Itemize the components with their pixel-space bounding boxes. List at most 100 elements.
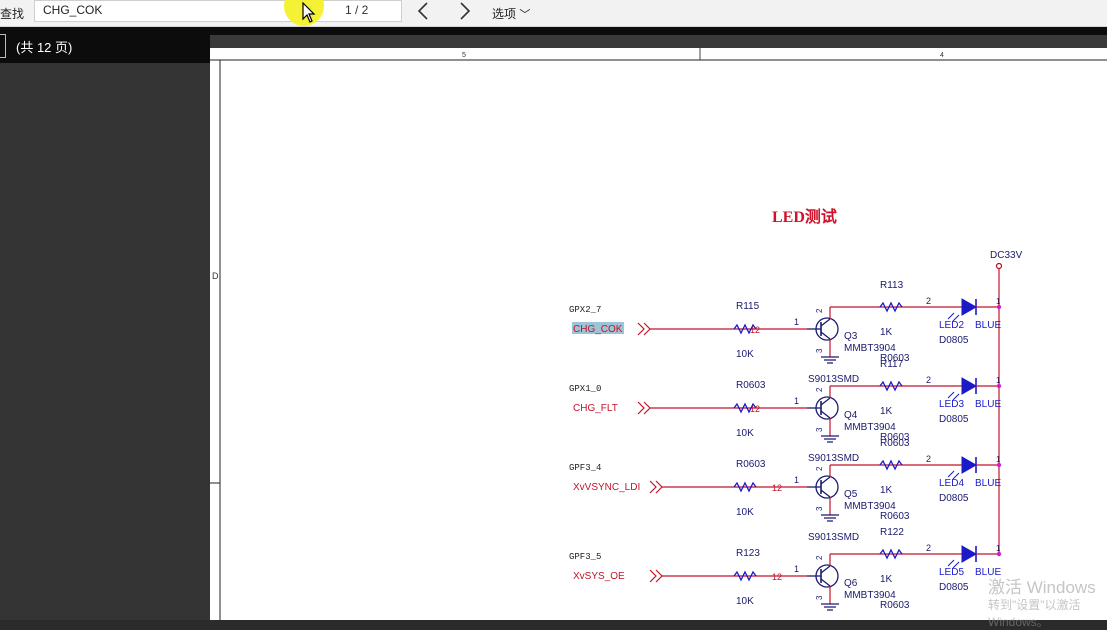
led-resistor-package: R0603 (880, 353, 910, 364)
signal-label: XvSYS_OE (573, 571, 625, 582)
ground-icon (821, 435, 839, 443)
find-bar: 查找 CHG_COK ✕ 1 / 2 选项 ﹀ (0, 0, 1107, 27)
match-count: 1 / 2 (345, 3, 369, 17)
transistor-part: MMBT3904 (844, 501, 896, 512)
base-pin-label: 1 (794, 564, 799, 574)
ground-icon (821, 356, 839, 364)
base-resistor-pin: 12 (772, 483, 782, 493)
led-resistor-package: R0603 (880, 511, 910, 522)
base-resistor-pin: 12 (772, 572, 782, 582)
resistor-icon (879, 459, 903, 471)
led-color: BLUE (975, 399, 1001, 410)
resistor-icon (879, 301, 903, 313)
transistor-part: MMBT3904 (844, 343, 896, 354)
net-name: GPF3_5 (569, 552, 601, 562)
activation-watermark-title: 激活 Windows (988, 578, 1096, 597)
led-ref: LED3 (939, 399, 964, 410)
led-channel-4: GPF3_5XvSYS_OER12310K12123Q6MMBT3904R060… (569, 527, 1002, 611)
led-color: BLUE (975, 478, 1001, 489)
net-name: GPX2_7 (569, 305, 601, 315)
resistor-icon (733, 481, 757, 493)
transistor-part: MMBT3904 (844, 422, 896, 433)
alt-part-label: S9013SMD (808, 374, 859, 385)
activation-watermark-hint: 转到"设置"以激活 Windows。 (988, 598, 1081, 629)
led-channel-1: GPX2_7CHG_COKR11510K12123Q3MMBT3904S9013… (569, 280, 1001, 385)
led-pin-label: 2 (926, 454, 931, 464)
signal-label: XvVSYNC_LDI (573, 482, 640, 493)
options-label: 选项 (492, 7, 517, 21)
page-number-input[interactable] (0, 34, 6, 58)
find-query-text[interactable]: CHG_COK (43, 3, 103, 17)
net-name: GPX1_0 (569, 384, 601, 394)
led-pin-label: 2 (926, 543, 931, 553)
resistor-icon (879, 548, 903, 560)
base-resistor-ref: R123 (736, 548, 760, 559)
transistor-part: MMBT3904 (844, 590, 896, 601)
power-label: DC33V (990, 250, 1023, 261)
resistor-icon (733, 323, 757, 335)
emitter-pin-label: 3 (815, 348, 824, 353)
base-resistor-pin: 12 (750, 404, 760, 414)
net-name: GPF3_4 (569, 463, 601, 473)
options-dropdown[interactable]: 选项 ﹀ (492, 5, 530, 22)
junction-dot (996, 304, 1002, 310)
led-anode-pin: 1 (996, 455, 1001, 464)
led-ref: LED2 (939, 320, 964, 331)
led-pin-label: 2 (926, 375, 931, 385)
led-package: D0805 (939, 582, 969, 593)
find-label: 查找 (0, 7, 25, 21)
led-ref: LED5 (939, 567, 964, 578)
led-pin-label: 2 (926, 296, 931, 306)
led-color: BLUE (975, 567, 1001, 578)
led-diode-icon (947, 456, 978, 480)
search-highlight (572, 322, 624, 334)
junction-dot (996, 462, 1002, 468)
led-resistor-value: 1K (880, 485, 893, 496)
alt-part-label: S9013SMD (808, 532, 859, 543)
led-package: D0805 (939, 493, 969, 504)
led-resistor-package: R0603 (880, 432, 910, 443)
led-channel-2: GPX1_0CHG_FLTR060310K12123Q4MMBT3904S901… (569, 359, 1001, 464)
emitter-pin-label: 3 (815, 427, 824, 432)
thumbnail-panel (0, 63, 210, 620)
base-resistor-value: 10K (736, 428, 754, 439)
led-channels: GPX2_7CHG_COKR11510K12123Q3MMBT3904S9013… (569, 280, 1002, 611)
page-total: (共 12 页) (16, 40, 73, 55)
led-package: D0805 (939, 335, 969, 346)
led-resistor-ref: R117 (880, 359, 904, 370)
led-diode-icon (947, 298, 978, 322)
led-resistor-value: 1K (880, 574, 893, 585)
find-input[interactable]: CHG_COK ✕ 1 / 2 (34, 0, 402, 22)
led-resistor-ref: R122 (880, 527, 904, 538)
previous-match-button[interactable] (412, 0, 436, 22)
resistor-icon (879, 380, 903, 392)
transistor-icon (807, 475, 839, 499)
collector-pin-label: 2 (815, 466, 824, 471)
border-col-5: 5 (462, 52, 466, 59)
schematic-drawing: 5 4 D LED测试 DC33V GPX2_7CHG_COKR11510K12… (210, 35, 1107, 620)
led-anode-pin: 1 (996, 297, 1001, 306)
resistor-icon (733, 570, 757, 582)
resistor-icon (733, 402, 757, 414)
transistor-icon (807, 396, 839, 420)
base-pin-label: 1 (794, 475, 799, 485)
ground-icon (821, 514, 839, 522)
junction-dot (996, 551, 1002, 557)
led-resistor-package: R0603 (880, 600, 910, 611)
led-package: D0805 (939, 414, 969, 425)
border-row-d: D (212, 271, 219, 281)
next-match-button[interactable] (452, 0, 476, 22)
emitter-pin-label: 3 (815, 595, 824, 600)
base-resistor-value: 10K (736, 349, 754, 360)
collector-pin-label: 2 (815, 555, 824, 560)
base-resistor-value: 10K (736, 507, 754, 518)
led-anode-pin: 1 (996, 544, 1001, 553)
ground-icon (821, 603, 839, 611)
signal-label: CHG_COK (573, 324, 623, 335)
led-ref: LED4 (939, 478, 964, 489)
base-resistor-pin: 12 (750, 325, 760, 335)
junction-dot (996, 383, 1002, 389)
base-resistor-ref: R0603 (736, 380, 766, 391)
